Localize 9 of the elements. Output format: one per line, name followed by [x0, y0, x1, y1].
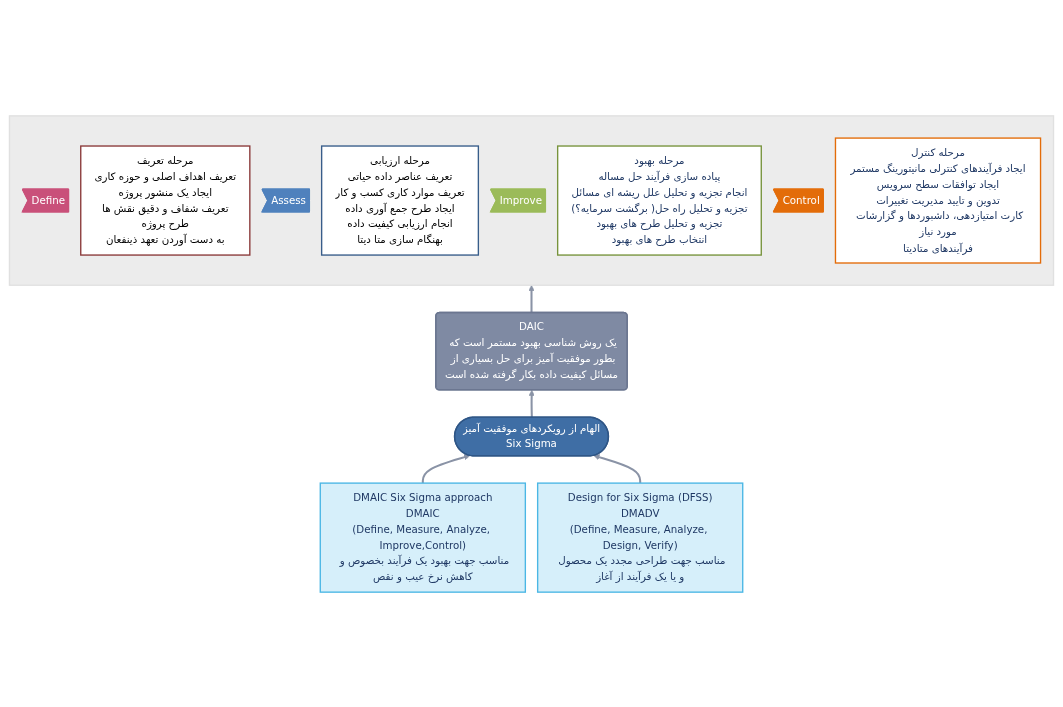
- node-box: مرحله کنترل ایجاد فرآیندهای کنترلی مانیتورینگ مستمر ایجاد توافقات سطح سرویس تدوین و تایید مدیریت تغییرات کارت امتیازدهی، داشبوردها و گزارشات مورد نیاز فرآیندهای متادیتا: [834, 136, 1042, 264]
- arrow: [528, 284, 535, 313]
- node-box: مرحله ارزیابی تعریف عناصر داده حیاتی تعریف موارد کاری کسب و کار ایجاد طرح جمع آوری داده انجام ارزیابی کیفیت داده بهنگام سازی متا دیتا: [320, 144, 480, 256]
- arrow: [593, 453, 642, 483]
- arrow: [528, 389, 535, 417]
- cluster: [8, 114, 1055, 286]
- node-box: مرحله تعریف تعریف اهداف اصلی و حوزه کاری ایجاد یک منشور پروژه تعریف شفاف و دقیق نقش ها طرح پروژه به دست آوردن تعهد ذینفعان: [80, 144, 251, 256]
- arrow: [421, 453, 471, 483]
- node-box: مرحله بهبود پیاده سازی فرآیند حل مساله انجام تجزیه و تحلیل علل ریشه ای مسائل تجزیه و تحلیل راه حل( برگشت سرمایه؟) تجزیه و تحلیل طرح های بهبود انتخاب طرح های بهبود: [556, 144, 762, 256]
